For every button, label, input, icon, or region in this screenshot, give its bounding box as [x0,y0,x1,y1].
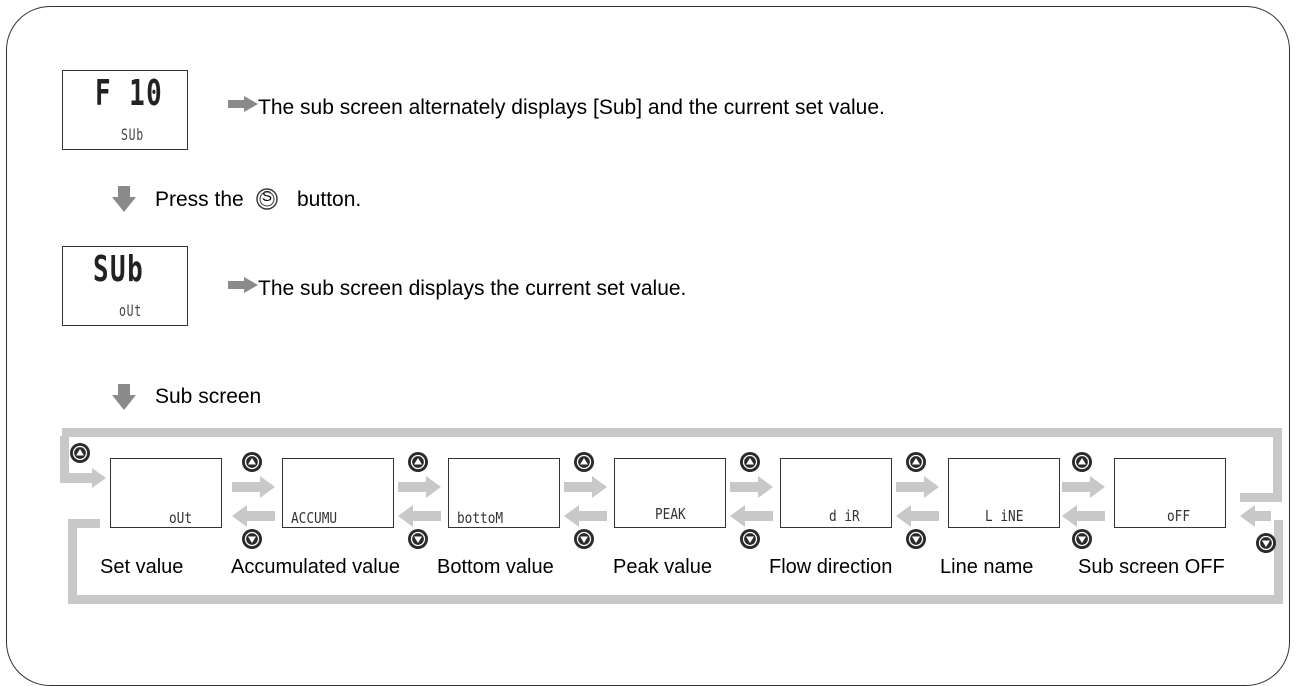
cycle-display-set-value: oUt [110,458,222,528]
cycle-display-text: L iNE [985,507,1024,525]
next-arrows [232,476,1105,498]
cycle-display-text: d iR [829,507,860,525]
down-arrow-icon [112,186,136,212]
down-arrow-icon [112,384,136,410]
cycle-display-text: PEAK [655,505,686,523]
up-button-icon [69,442,91,464]
cycle-display-text: oUt [169,509,193,527]
cycle-label-accumulated: Accumulated value [231,556,400,578]
action-press-before: Press the [155,188,244,211]
cycle-label-line-name: Line name [940,556,1034,578]
s-button-symbol: S [262,188,273,205]
down-button-icon [905,528,927,550]
display-main-text: F 10 [95,73,164,114]
step1-right-arrow-icon [228,96,258,112]
display-sub-text: oUt [119,301,142,320]
display-sub-text: SUb [121,125,144,144]
cycle-display-bottom: bottoM [448,458,560,528]
prev-arrows [232,505,1271,527]
up-button-icon [1071,451,1093,473]
cycle-label-peak: Peak value [613,556,712,578]
cycle-display-peak: PEAK [614,458,726,528]
action-press-after: button. [297,188,362,211]
s-button-icon [256,188,278,210]
up-button-icon [407,451,429,473]
cycle-label-flow-direction: Flow direction [769,556,893,578]
diagram-graphics [60,96,1283,604]
cycle-display-line-name: L iNE [948,458,1060,528]
display-f10: F 10 SUb [62,70,188,150]
cycle-label-sub-screen-off: Sub screen OFF [1078,556,1225,578]
cycle-loop-path [60,428,1283,604]
up-button-icon [739,451,761,473]
down-button-icon [407,528,429,550]
cycle-display-accumulated: ACCUMU [282,458,394,528]
cycle-display-text: oFF [1167,507,1191,525]
step1-description: The sub screen alternately displays [Sub… [258,96,885,119]
up-button-icon [905,451,927,473]
up-button-icon [241,451,263,473]
down-button-icon [1255,532,1277,554]
cycle-display-text: ACCUMU [291,509,338,527]
cycle-display-text: bottoM [457,509,504,527]
down-button-icon [739,528,761,550]
up-button-icon [573,451,595,473]
down-button-icon [1071,528,1093,550]
cycle-display-flow-direction: d iR [780,458,892,528]
cycle-label-set-value: Set value [100,556,184,578]
display-main-text: SUb [93,249,145,290]
step2-description: The sub screen displays the current set … [258,277,687,300]
down-button-icon [241,528,263,550]
step2-right-arrow-icon [228,277,258,293]
cycle-display-sub-screen-off: oFF [1114,458,1226,528]
display-sub: SUb oUt [62,246,188,326]
action-sub-screen: Sub screen [155,385,262,408]
cycle-label-bottom: Bottom value [437,556,554,578]
down-button-icon [573,528,595,550]
